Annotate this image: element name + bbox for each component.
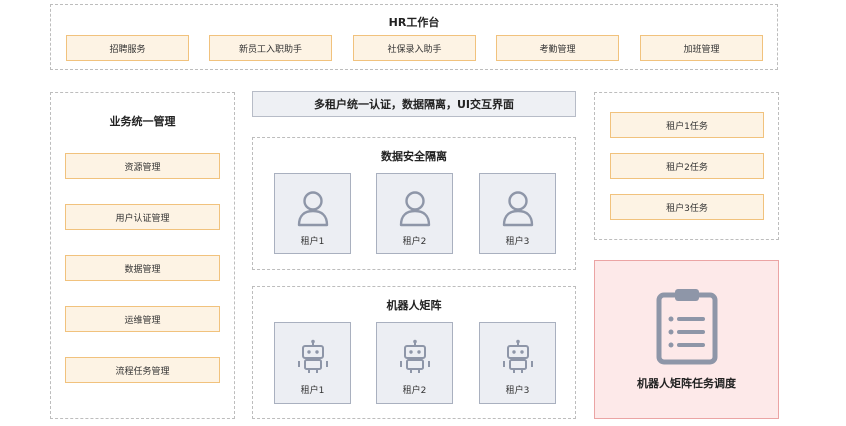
tenant-card[interactable]: 租户1 (274, 173, 351, 254)
robot-icon (502, 339, 533, 373)
robot-label: 租户2 (402, 386, 427, 396)
tenant-label: 租户1 (300, 237, 325, 247)
robot-card[interactable]: 租户2 (376, 322, 453, 404)
robot-card[interactable]: 租户1 (274, 322, 351, 404)
tenant-task-2[interactable]: 租户2任务 (610, 153, 764, 179)
business-item-user-auth[interactable]: 用户认证管理 (65, 204, 220, 230)
tenant-task-3[interactable]: 租户3任务 (610, 194, 764, 220)
clipboard-icon (656, 289, 718, 365)
robot-matrix-panel: 机器人矩阵 租户1 租户2 (252, 286, 576, 419)
business-item-resource[interactable]: 资源管理 (65, 153, 220, 179)
user-icon (502, 191, 533, 227)
user-icon (297, 191, 328, 227)
robot-label: 租户1 (300, 386, 325, 396)
user-icon (399, 191, 430, 227)
business-management-panel: 业务统一管理 资源管理 用户认证管理 数据管理 运维管理 流程任务管理 (50, 92, 235, 419)
hr-workbench-panel: HR工作台 招聘服务 新员工入职助手 社保录入助手 考勤管理 加班管理 (50, 4, 778, 70)
tenant-card[interactable]: 租户2 (376, 173, 453, 254)
hr-item-attendance[interactable]: 考勤管理 (496, 35, 619, 61)
tenant-label: 租户3 (505, 237, 530, 247)
multi-tenant-banner: 多租户统一认证，数据隔离，UI交互界面 (252, 91, 576, 117)
hr-workbench-title: HR工作台 (388, 16, 440, 29)
hr-item-onboarding[interactable]: 新员工入职助手 (209, 35, 332, 61)
tenant-tasks-panel: 租户1任务 租户2任务 租户3任务 (594, 92, 779, 240)
hr-item-overtime[interactable]: 加班管理 (640, 35, 763, 61)
data-isolation-panel: 数据安全隔离 租户1 租户2 租户3 (252, 137, 576, 270)
robot-icon (297, 339, 328, 373)
business-item-data[interactable]: 数据管理 (65, 255, 220, 281)
hr-item-recruitment[interactable]: 招聘服务 (66, 35, 189, 61)
robot-label: 租户3 (505, 386, 530, 396)
business-management-title: 业务统一管理 (109, 115, 176, 128)
tenant-card[interactable]: 租户3 (479, 173, 556, 254)
robot-scheduler-title: 机器人矩阵任务调度 (637, 377, 736, 390)
robot-scheduler-panel[interactable]: 机器人矩阵任务调度 (594, 260, 779, 419)
robot-matrix-title: 机器人矩阵 (386, 299, 442, 312)
business-item-workflow[interactable]: 流程任务管理 (65, 357, 220, 383)
tenant-label: 租户2 (402, 237, 427, 247)
hr-item-social-security[interactable]: 社保录入助手 (353, 35, 476, 61)
robot-icon (399, 339, 430, 373)
business-item-ops[interactable]: 运维管理 (65, 306, 220, 332)
robot-card[interactable]: 租户3 (479, 322, 556, 404)
tenant-task-1[interactable]: 租户1任务 (610, 112, 764, 138)
data-isolation-title: 数据安全隔离 (381, 150, 447, 163)
